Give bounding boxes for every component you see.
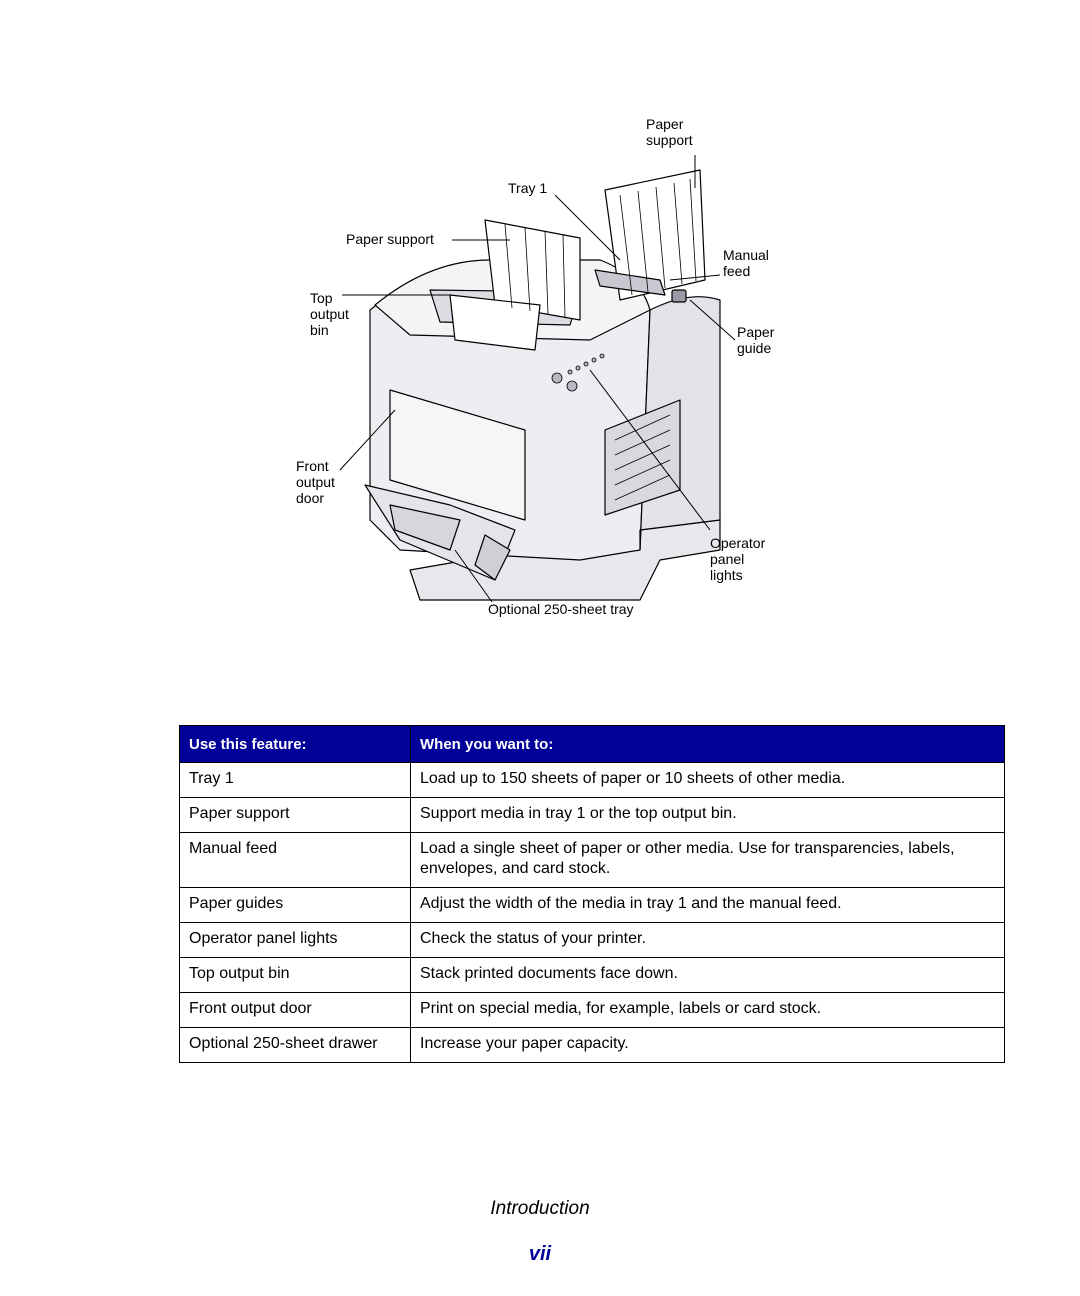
feature-cell: Operator panel lights: [179, 922, 411, 958]
table-row: Operator panel lights Check the status o…: [179, 922, 1005, 958]
purpose-cell: Adjust the width of the media in tray 1 …: [410, 887, 1005, 923]
callout-paper-support-top: Paper support: [646, 116, 693, 148]
feature-table: Use this feature: When you want to: Tray…: [179, 725, 1005, 1063]
purpose-cell: Load a single sheet of paper or other me…: [410, 832, 1005, 888]
purpose-cell: Support media in tray 1 or the top outpu…: [410, 797, 1005, 833]
page-number: vii: [528, 1243, 552, 1265]
callout-paper-support: Paper support: [346, 231, 434, 247]
callout-top-output-bin: Top output bin: [310, 290, 349, 338]
table-row: Paper guides Adjust the width of the med…: [179, 887, 1005, 923]
table-row: Manual feed Load a single sheet of paper…: [179, 832, 1005, 888]
table-row: Paper support Support media in tray 1 or…: [179, 797, 1005, 833]
table-header-row: Use this feature: When you want to:: [179, 725, 1005, 763]
section-title: Introduction: [490, 1198, 590, 1219]
table-row: Top output bin Stack printed documents f…: [179, 957, 1005, 993]
purpose-cell: Print on special media, for example, lab…: [410, 992, 1005, 1028]
callout-manual-feed: Manual feed: [723, 247, 769, 279]
purpose-cell: Stack printed documents face down.: [410, 957, 1005, 993]
feature-cell: Manual feed: [179, 832, 411, 888]
callout-front-output-door: Front output door: [296, 458, 335, 506]
feature-cell: Front output door: [179, 992, 411, 1028]
table-row: Front output door Print on special media…: [179, 992, 1005, 1028]
callout-paper-guide: Paper guide: [737, 324, 775, 356]
feature-cell: Top output bin: [179, 957, 411, 993]
callout-operator-panel-lights: Operator panel lights: [710, 535, 766, 583]
purpose-cell: Increase your paper capacity.: [410, 1027, 1005, 1063]
feature-cell: Paper guides: [179, 887, 411, 923]
printer-illustration: [339, 155, 736, 603]
header-feature: Use this feature:: [179, 725, 411, 763]
table-row: Tray 1 Load up to 150 sheets of paper or…: [179, 762, 1005, 798]
feature-cell: Paper support: [179, 797, 411, 833]
feature-cell: Tray 1: [179, 762, 411, 798]
purpose-cell: Load up to 150 sheets of paper or 10 she…: [410, 762, 1005, 798]
callout-tray-1: Tray 1: [508, 180, 548, 196]
header-purpose: When you want to:: [410, 725, 1005, 763]
purpose-cell: Check the status of your printer.: [410, 922, 1005, 958]
callout-optional-tray: Optional 250-sheet tray: [488, 601, 634, 617]
table-row: Optional 250-sheet drawer Increase your …: [179, 1027, 1005, 1063]
feature-cell: Optional 250-sheet drawer: [179, 1027, 411, 1063]
